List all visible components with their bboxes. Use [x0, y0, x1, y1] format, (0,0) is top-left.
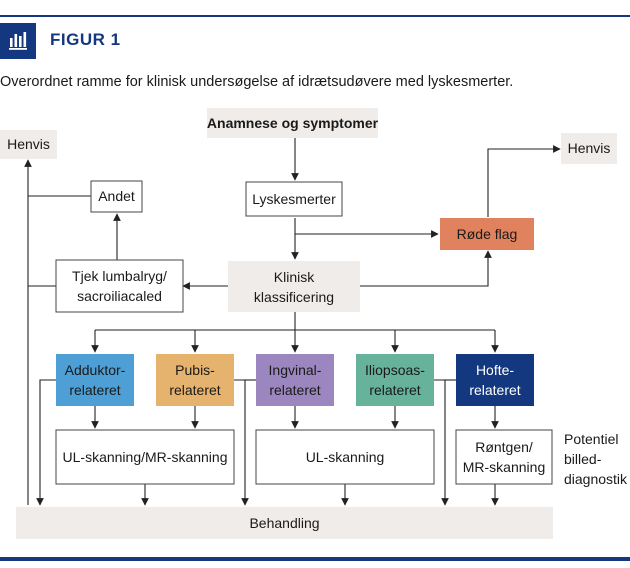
node-ingvinal: Ingvinal- relateret [256, 354, 334, 406]
node-hofte: Hofte- relateret [456, 354, 534, 406]
figure-caption: Overordnet ramme for klinisk undersøgels… [0, 74, 514, 90]
node-ul: UL-skanning [255, 429, 435, 485]
node-iliopsoas: Iliopsoas- relateret [356, 354, 434, 406]
node-henvis-right-label: Henvis [568, 140, 611, 156]
node-adduktor-line2: relateret [69, 382, 120, 398]
node-rontgen-line1: Røntgen/ [475, 439, 533, 455]
node-ul-mr: UL-skanning/MR-skanning [55, 429, 235, 485]
node-adduktor-line1: Adduktor- [65, 362, 126, 378]
node-hofte-line1: Hofte- [476, 362, 514, 378]
annotation-line3: diagnostik [564, 471, 628, 487]
node-pubis-line1: Pubis- [175, 362, 215, 378]
node-ul-mr-label: UL-skanning/MR-skanning [63, 449, 228, 465]
node-behandling-label: Behandling [249, 515, 319, 531]
connectors [24, 138, 561, 506]
node-tjek-line2: sacroiliacaled [77, 288, 162, 304]
node-rontgen: Røntgen/ MR-skanning [455, 429, 553, 485]
annotation-line1: Potentiel [564, 431, 618, 447]
node-adduktor: Adduktor- relateret [56, 354, 134, 406]
figure-label: FIGUR 1 [50, 30, 121, 49]
node-ingvinal-line1: Ingvinal- [269, 362, 322, 378]
annotation-line2: billed- [564, 451, 602, 467]
node-tjek-line1: Tjek lumbalryg/ [72, 268, 167, 284]
node-klinisk-line2: klassificering [254, 289, 334, 305]
node-hofte-line2: relateret [469, 382, 520, 398]
node-iliopsoas-line2: relateret [369, 382, 420, 398]
node-ingvinal-line2: relateret [269, 382, 320, 398]
node-pubis-line2: relateret [169, 382, 220, 398]
node-pubis: Pubis- relateret [156, 354, 234, 406]
node-lyskesmerter: Lyskesmerter [245, 181, 343, 217]
bar-chart-icon [0, 23, 36, 59]
node-rode-flag-label: Røde flag [457, 226, 518, 242]
node-andet-label: Andet [98, 188, 135, 204]
node-klinisk: Klinisk klassificering [228, 261, 360, 312]
node-iliopsoas-line1: Iliopsoas- [365, 362, 425, 378]
top-rule [0, 15, 630, 17]
node-klinisk-line1: Klinisk [274, 269, 315, 285]
node-rontgen-line2: MR-skanning [463, 459, 545, 475]
node-henvis-right: Henvis [561, 133, 617, 164]
bottom-rule [0, 557, 630, 561]
node-anamnese: Anamnese og symptomer [207, 108, 379, 138]
node-rode-flag: Røde flag [440, 218, 534, 250]
node-anamnese-label: Anamnese og symptomer [207, 115, 379, 131]
node-andet: Andet [90, 180, 143, 213]
node-ul-label: UL-skanning [306, 449, 385, 465]
node-tjek: Tjek lumbalryg/ sacroiliacaled [55, 259, 184, 313]
node-lyskesmerter-label: Lyskesmerter [252, 191, 336, 207]
node-behandling: Behandling [16, 507, 553, 539]
annotation-potentiel: Potentiel billed- diagnostik [564, 431, 628, 487]
node-henvis-left: Henvis [0, 130, 57, 159]
node-henvis-left-label: Henvis [7, 136, 50, 152]
